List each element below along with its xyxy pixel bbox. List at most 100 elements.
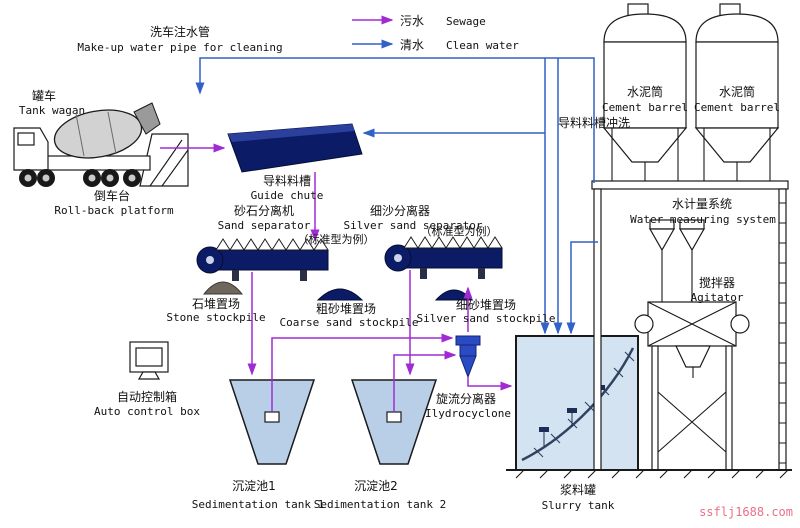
silo-cone <box>694 127 780 163</box>
water-system-label-en: Water measuring system <box>630 213 776 226</box>
wheel-hub <box>128 174 136 182</box>
agitator-mixer <box>634 301 750 471</box>
mixer-leg <box>651 345 659 471</box>
truck-chassis <box>45 155 151 171</box>
separator-screen-zigzag <box>403 236 503 249</box>
hopper-funnel <box>648 228 676 252</box>
sewage-line-hydrocyclone-to-slurry-tank <box>467 377 513 391</box>
rollback-label-en: Roll-back platform <box>54 204 174 217</box>
legend: 污水 Sewage 清水 Clean water <box>352 14 519 52</box>
guide-chute-label-cn: 导料料槽 <box>263 174 311 188</box>
sand-separator-label-cn: 砂石分离机 <box>234 203 294 218</box>
sand-separator-note: （标准型为例） <box>298 232 375 246</box>
agitator-label-en: Agitator <box>691 291 744 304</box>
separator-leg <box>300 270 307 281</box>
auto-control-box-monitor <box>129 341 169 380</box>
weigh-hoppers <box>648 219 706 302</box>
slurry-tank-body <box>515 335 639 471</box>
tank2-label-cn: 沉淀池2 <box>354 479 398 493</box>
slurry-tank-label-en: Slurry tank <box>542 499 615 512</box>
mixer-discharge-cone <box>675 345 711 368</box>
silo-legs <box>611 128 679 183</box>
legend-sewage-cn: 污水 <box>400 14 424 28</box>
silver-stockpile-label-en: Silver sand stockpile <box>416 312 555 325</box>
silver-separator-label-cn: 细沙分离器 <box>370 203 430 218</box>
nozzle <box>539 427 549 432</box>
silver-separator-note: （标准型为例） <box>421 224 498 238</box>
mixer-brace <box>647 301 737 347</box>
stone-stockpile-label-en: Stone stockpile <box>166 311 265 324</box>
monitor-stand <box>137 371 161 380</box>
separator-hub <box>206 256 214 264</box>
mixer-leg-brace <box>657 391 727 453</box>
silo-dome <box>603 13 687 43</box>
silo-body <box>603 41 687 129</box>
tank-2-pump <box>386 411 402 423</box>
silver-sand-separator-machine <box>384 236 503 279</box>
separator-hub <box>394 254 402 262</box>
auto-control-label-en: Auto control box <box>94 405 200 418</box>
tank2-label-en: Sedimentation tank 2 <box>314 498 446 511</box>
cement-barrel-1-label-cn: 水泥筒 <box>627 84 663 99</box>
frame-left-column <box>593 188 602 471</box>
labels: 洗车注水管 Make-up water pipe for cleaning 罐车… <box>19 24 793 519</box>
silver-stockpile-label-cn: 细砂堆置场 <box>456 298 516 312</box>
makeup-pipe-label-cn: 洗车注水管 <box>150 24 210 39</box>
separator-screen-zigzag <box>215 238 329 251</box>
stone-stockpile-label-cn: 石堆置场 <box>192 297 240 311</box>
slurry-tank-assembly <box>515 335 639 471</box>
sand-separator-machine <box>196 238 329 281</box>
frame-ladder <box>779 202 786 464</box>
cement-barrel-2-label-en: Cement barrel <box>694 101 780 114</box>
separator-leg <box>420 268 427 279</box>
cyclone-cylinder <box>459 344 477 357</box>
tank-wagon-label-en: Tank wagan <box>19 104 85 117</box>
separator-body <box>397 247 503 269</box>
wheel-hub <box>24 174 32 182</box>
silo-dome <box>695 13 779 43</box>
tank-1-pump <box>264 411 280 423</box>
clean-water-lines <box>195 57 598 335</box>
monitor-screen <box>135 347 163 367</box>
ground-hatch <box>515 469 789 479</box>
cyclone-feed-box <box>455 335 481 346</box>
rollback-label-cn: 倒车台 <box>94 188 130 203</box>
tank1-label-en: Sedimentation tank 1 <box>192 498 324 511</box>
guide-chute-top-face <box>228 124 355 142</box>
sand-separator-label-en: Sand separator <box>218 219 311 232</box>
hydrocyclone-label-en: Ilydrocyclone <box>425 407 511 420</box>
chute-flush-label-cn: 导料料槽冲洗 <box>558 115 630 130</box>
silo-legs <box>703 128 771 183</box>
water-system-label-cn: 水计量系统 <box>672 197 732 211</box>
hydrocyclone-body <box>455 335 481 379</box>
silver-separator-label-en: Silver sand separator <box>343 219 482 232</box>
legend-clean-en: Clean water <box>446 39 519 52</box>
hopper-funnel <box>678 228 706 252</box>
scraper-curve <box>521 347 635 462</box>
truck-hopper <box>133 102 161 135</box>
cement-barrel-1-silo <box>602 3 688 183</box>
silo-body <box>695 41 779 129</box>
auto-control-label-cn: 自动控制箱 <box>117 389 177 404</box>
separator-body <box>209 249 329 271</box>
wheel-hub <box>42 174 50 182</box>
mixer-drum-bands <box>75 111 117 157</box>
makeup-pipe-label-en: Make-up water pipe for cleaning <box>77 41 282 54</box>
cement-barrel-2-silo <box>694 3 780 183</box>
legend-clean-cn: 清水 <box>400 38 424 52</box>
cement-barrel-1-label-en: Cement barrel <box>602 101 688 114</box>
separator-leg <box>232 270 239 281</box>
tank-wagon-label-cn: 罐车 <box>32 88 56 103</box>
slurry-tank-label-cn: 浆料罐 <box>560 482 596 497</box>
hopper-down-pipes <box>661 250 693 302</box>
clean-line-to-slurry-3 <box>566 241 598 335</box>
cyclone-cone <box>459 355 477 379</box>
stone-stockpile-mound <box>202 281 244 295</box>
legend-sewage-en: Sewage <box>446 15 486 28</box>
watermark: ssflj1688.com <box>699 505 793 519</box>
guide-chute-label-en: Guide chute <box>251 189 324 202</box>
sewage-lines <box>160 143 513 412</box>
mixer-leg <box>725 345 733 471</box>
